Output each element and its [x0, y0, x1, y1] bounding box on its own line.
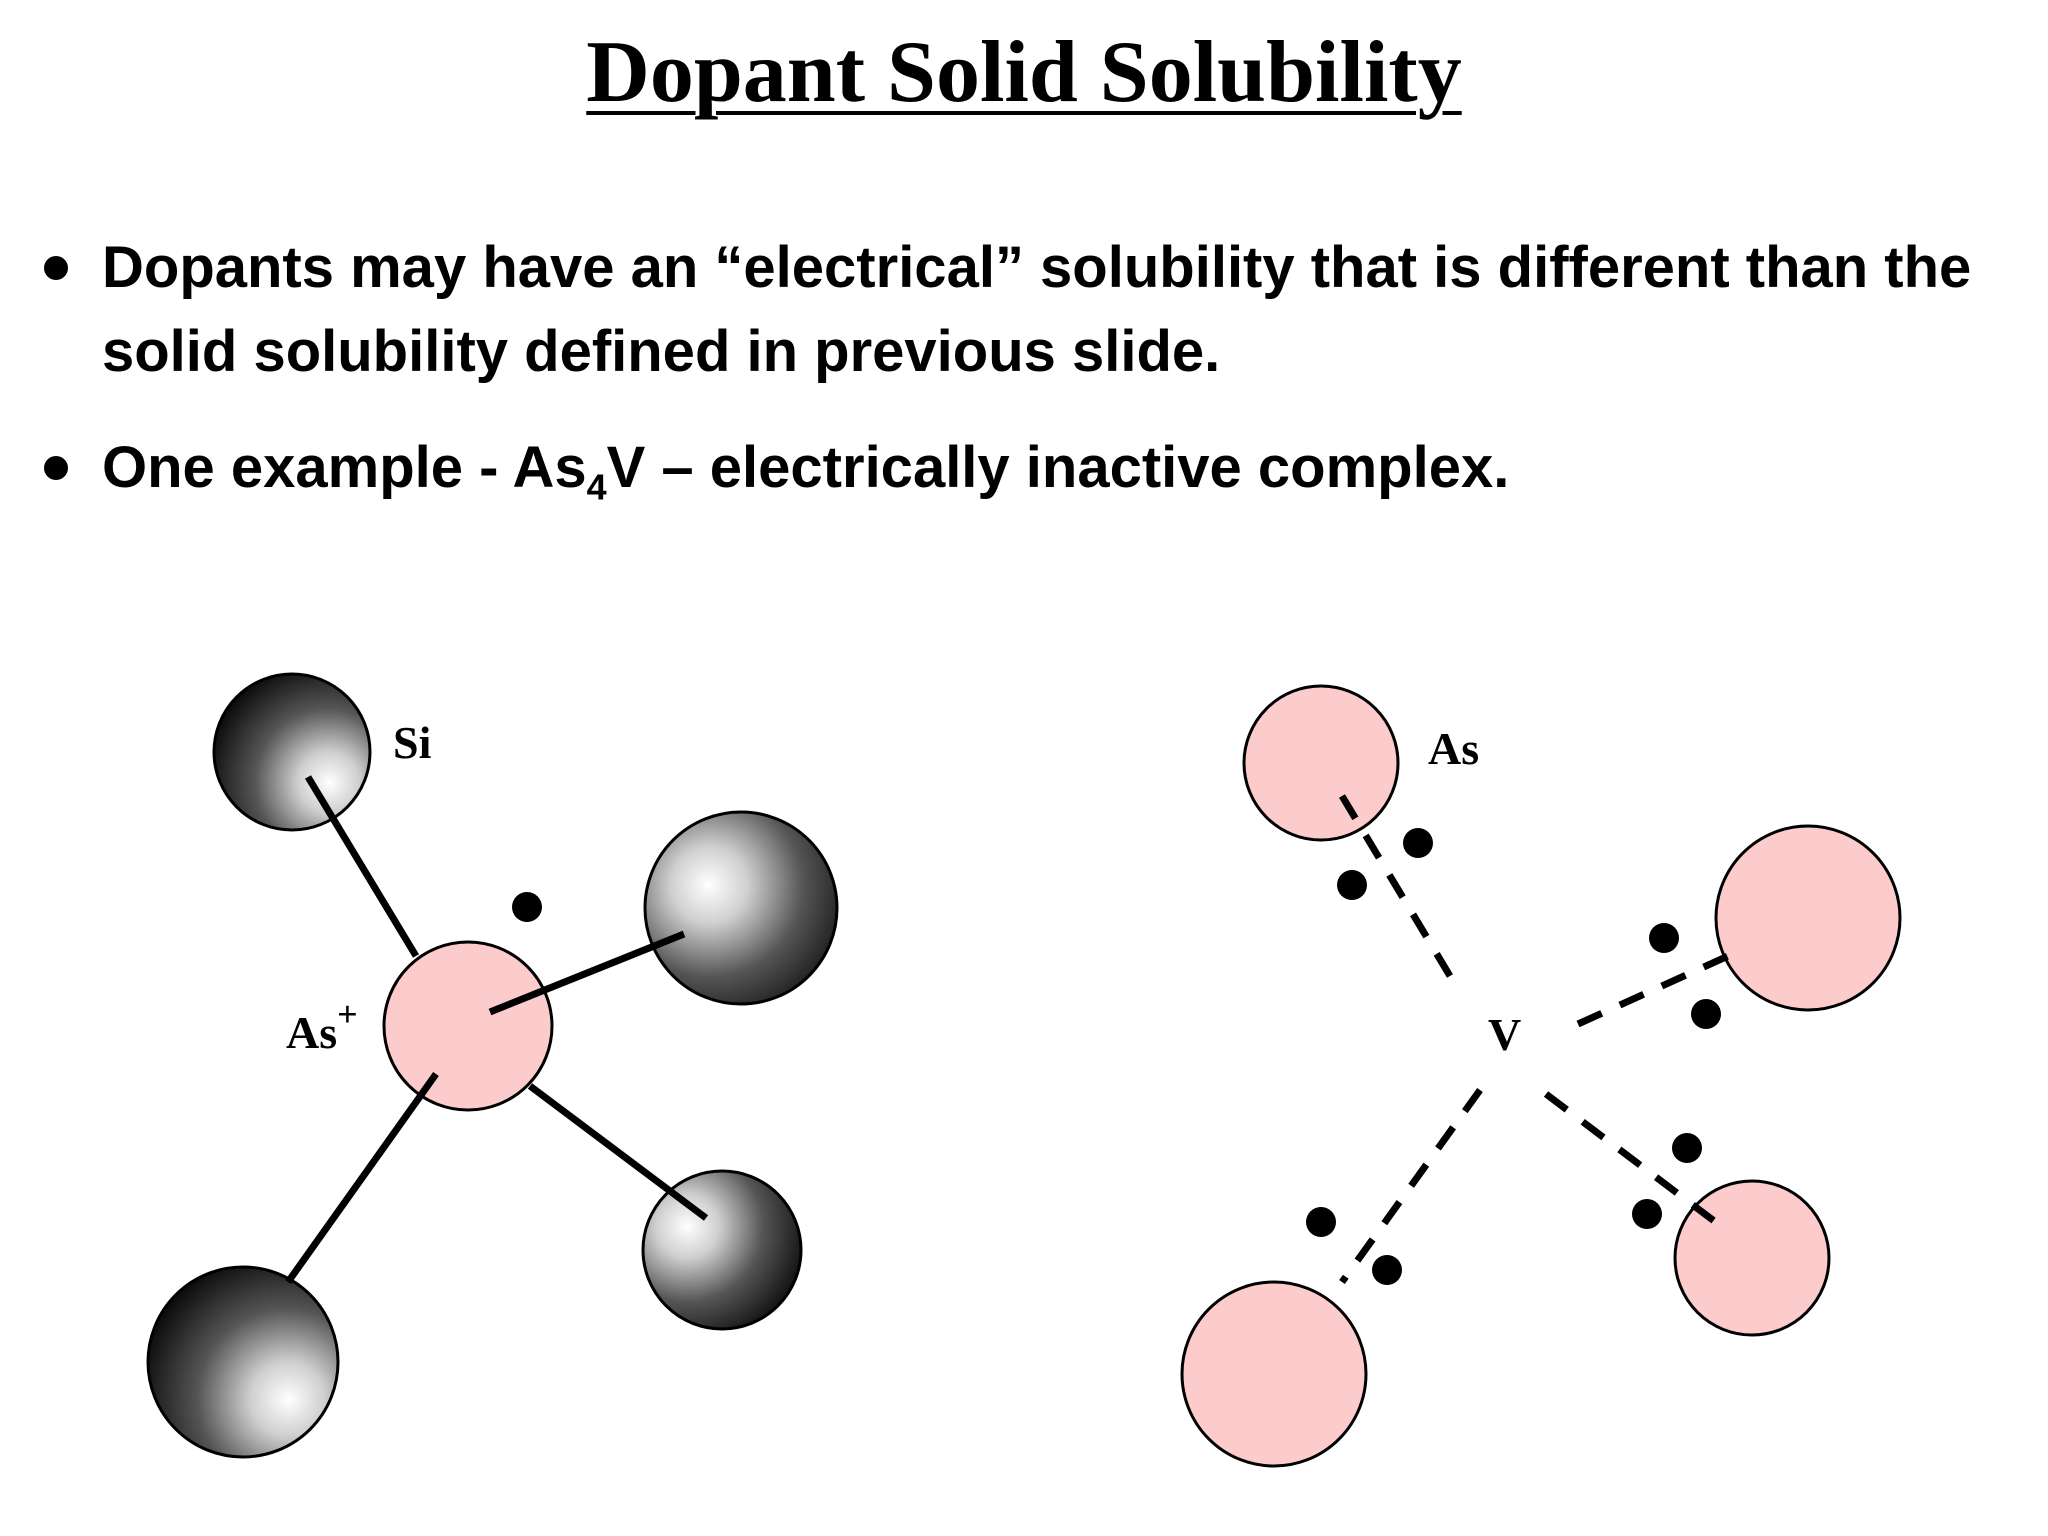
bullet-dot-icon [44, 256, 68, 280]
electron-dot [1372, 1255, 1402, 1285]
vacancy-label: V [1488, 1009, 1521, 1060]
broken-bond-line [1339, 1087, 1483, 1285]
arsenic-atom [1180, 1280, 1368, 1468]
arsenic-atom [382, 940, 554, 1112]
bullet-text: Dopants may have an “electrical” solubil… [102, 235, 1972, 384]
slide-title: Dopant Solid Solubility [586, 24, 1462, 121]
electron-dot [1337, 870, 1367, 900]
si-atom [641, 1169, 803, 1331]
bullet-list: Dopants may have an “electrical” solubil… [38, 226, 2028, 510]
electron-dot [1306, 1207, 1336, 1237]
electron-dot [1672, 1133, 1702, 1163]
bullet-text-after: V – electrically inactive complex. [606, 435, 1510, 500]
electron-dot [1632, 1199, 1662, 1229]
bond-line [488, 930, 686, 1016]
right-diagram: As V [1180, 684, 1902, 1468]
broken-bond-line [1338, 794, 1454, 978]
bullet-item: One example - As4V – electrically inacti… [38, 426, 2028, 510]
arsenic-ion-charge: + [337, 994, 358, 1034]
broken-bond-line [1543, 1091, 1729, 1233]
bullet-item: Dopants may have an “electrical” solubil… [38, 226, 2028, 394]
bullet-text: One example - As4V – electrically inacti… [102, 435, 1510, 505]
si-atom [643, 810, 839, 1006]
bullet-subscript: 4 [586, 466, 607, 508]
si-atom [146, 1265, 340, 1459]
arsenic-atom [1714, 824, 1902, 1012]
electron-dot [1403, 828, 1433, 858]
electron-dot [1649, 923, 1679, 953]
si-label: Si [393, 717, 432, 768]
bullet-text-before: One example - As [102, 435, 587, 500]
arsenic-atom [1242, 684, 1400, 842]
arsenic-label: As [1428, 723, 1479, 774]
bullet-dot-icon [44, 456, 68, 480]
bond-line [285, 1071, 439, 1285]
left-diagram: Si As+ [146, 672, 839, 1459]
bond-line [305, 775, 419, 958]
arsenic-atom [1673, 1179, 1831, 1337]
electron-dot [512, 892, 542, 922]
si-atom [212, 672, 372, 832]
arsenic-ion-symbol: As [286, 1007, 337, 1058]
arsenic-ion-label: As+ [286, 994, 358, 1058]
bond-line [527, 1083, 709, 1221]
electron-dot [1691, 999, 1721, 1029]
